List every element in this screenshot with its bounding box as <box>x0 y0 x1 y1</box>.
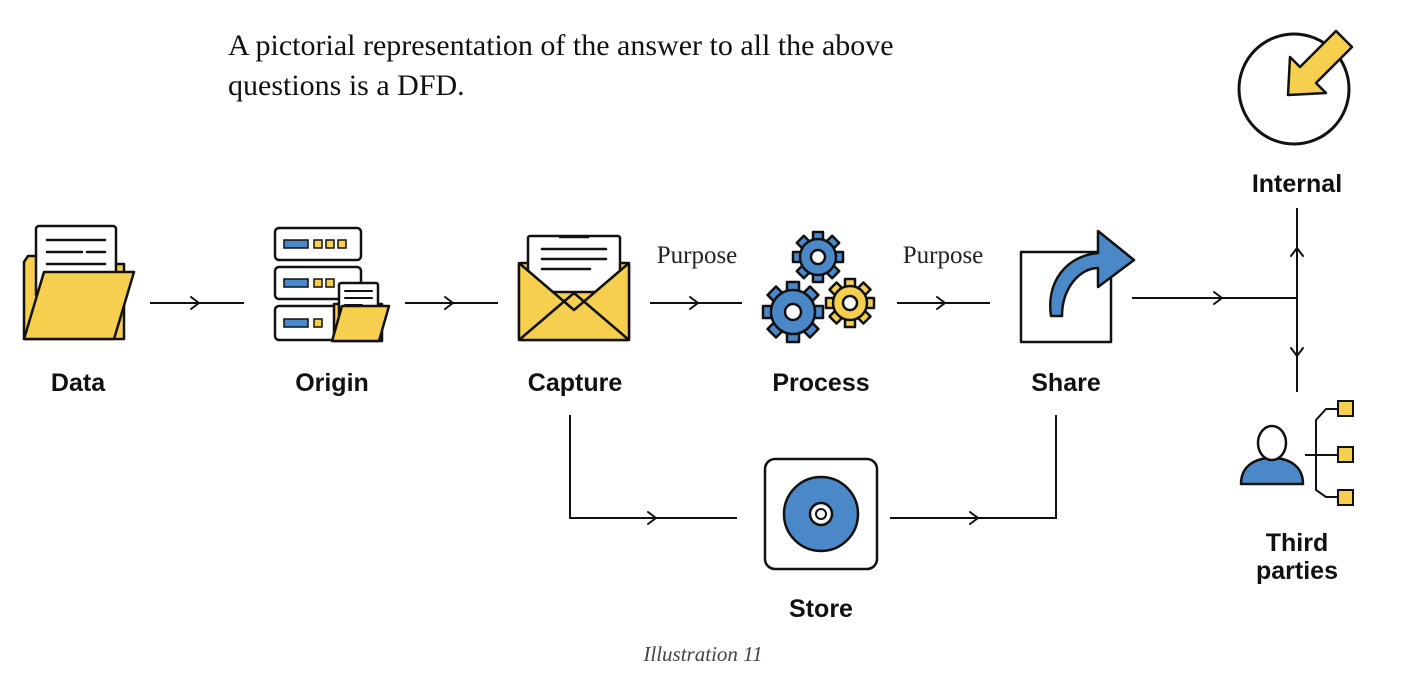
connector-capture-process <box>650 296 742 310</box>
share-icon <box>1019 229 1136 344</box>
node-label-data: Data <box>51 369 106 397</box>
connector-share-split <box>1132 291 1297 305</box>
intro-line-1: A pictorial representation of the answer… <box>228 29 894 62</box>
intro-text: A pictorial representation of the answer… <box>228 26 988 106</box>
internal-icon <box>1237 29 1354 146</box>
disc-icon <box>763 457 879 571</box>
illustration-caption: Illustration 11 <box>643 642 763 666</box>
purpose-label-2: Purpose <box>903 242 984 269</box>
envelope-icon <box>517 234 631 342</box>
connector-capture-store <box>569 415 737 525</box>
connector-store-share <box>890 415 1057 525</box>
connector-data-origin <box>150 296 244 310</box>
folder-icon <box>22 224 136 341</box>
node-label-store: Store <box>789 595 853 623</box>
purpose-label-1: Purpose <box>657 242 738 269</box>
person-icon <box>1239 424 1305 486</box>
node-label-process: Process <box>772 369 869 397</box>
branch-icon <box>1305 400 1354 506</box>
gears-icon <box>761 230 876 344</box>
node-label-third-parties-line1: Third <box>1266 529 1329 557</box>
third-parties-icon <box>1239 400 1354 506</box>
gear-right <box>824 277 876 329</box>
node-label-third-parties-line2: parties <box>1256 557 1338 585</box>
node-label-share: Share <box>1031 369 1101 397</box>
node-label-capture: Capture <box>528 369 623 397</box>
folder-small-icon <box>330 281 391 343</box>
intro-line-2: questions is a DFD. <box>228 69 465 102</box>
connector-internal-third-parties <box>1290 208 1304 392</box>
gear-large <box>761 280 825 344</box>
gear-top <box>791 230 845 284</box>
connector-origin-capture <box>405 296 498 310</box>
connector-process-share <box>897 296 990 310</box>
node-label-origin: Origin <box>295 369 369 397</box>
node-label-internal: Internal <box>1252 170 1342 198</box>
